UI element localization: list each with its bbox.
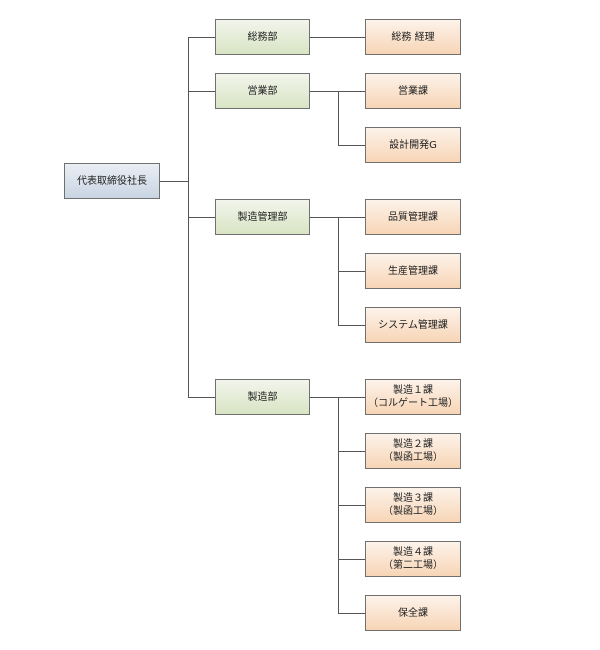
- section-label: 総務 経理: [391, 31, 435, 43]
- dept-box-somu: 総務部: [215, 19, 310, 55]
- dept-label: 製造部: [247, 391, 278, 403]
- section-label: 製造２課: [393, 439, 433, 450]
- section-label: 保全課: [398, 607, 428, 619]
- dept-label: 製造管理部: [237, 211, 288, 223]
- section-box: 製造３課 （製函工場）: [365, 487, 461, 523]
- dept-box-eigyo: 営業部: [215, 73, 310, 109]
- section-sublabel: （コルゲート工場）: [368, 398, 458, 409]
- section-label: 営業課: [398, 85, 428, 97]
- section-sublabel: （第二工場）: [383, 560, 443, 571]
- section-label: 品質管理課: [388, 211, 438, 223]
- section-label: 製造３課: [393, 493, 433, 504]
- section-box: 保全課: [365, 595, 461, 631]
- section-label: システム管理課: [378, 319, 448, 331]
- section-label: 製造１課: [393, 385, 433, 396]
- section-box: 製造４課 （第二工場）: [365, 541, 461, 577]
- section-sublabel: （製函工場）: [383, 506, 443, 517]
- section-box: 生産管理課: [365, 253, 461, 289]
- dept-box-seizo: 製造部: [215, 379, 310, 415]
- section-box: 総務 経理: [365, 19, 461, 55]
- section-box: 品質管理課: [365, 199, 461, 235]
- section-sublabel: （製函工場）: [383, 452, 443, 463]
- section-box: 製造２課 （製函工場）: [365, 433, 461, 469]
- section-box: 製造１課 （コルゲート工場）: [365, 379, 461, 415]
- section-label: 生産管理課: [388, 265, 438, 277]
- dept-box-seizo-kanri: 製造管理部: [215, 199, 310, 235]
- ceo-label: 代表取締役社長: [77, 175, 147, 187]
- section-box: システム管理課: [365, 307, 461, 343]
- section-label: 設計開発G: [389, 139, 437, 151]
- section-label: 製造４課: [393, 547, 433, 558]
- section-box: 設計開発G: [365, 127, 461, 163]
- section-box: 営業課: [365, 73, 461, 109]
- dept-label: 営業部: [247, 85, 278, 97]
- dept-label: 総務部: [247, 31, 278, 43]
- ceo-box: 代表取締役社長: [64, 163, 160, 199]
